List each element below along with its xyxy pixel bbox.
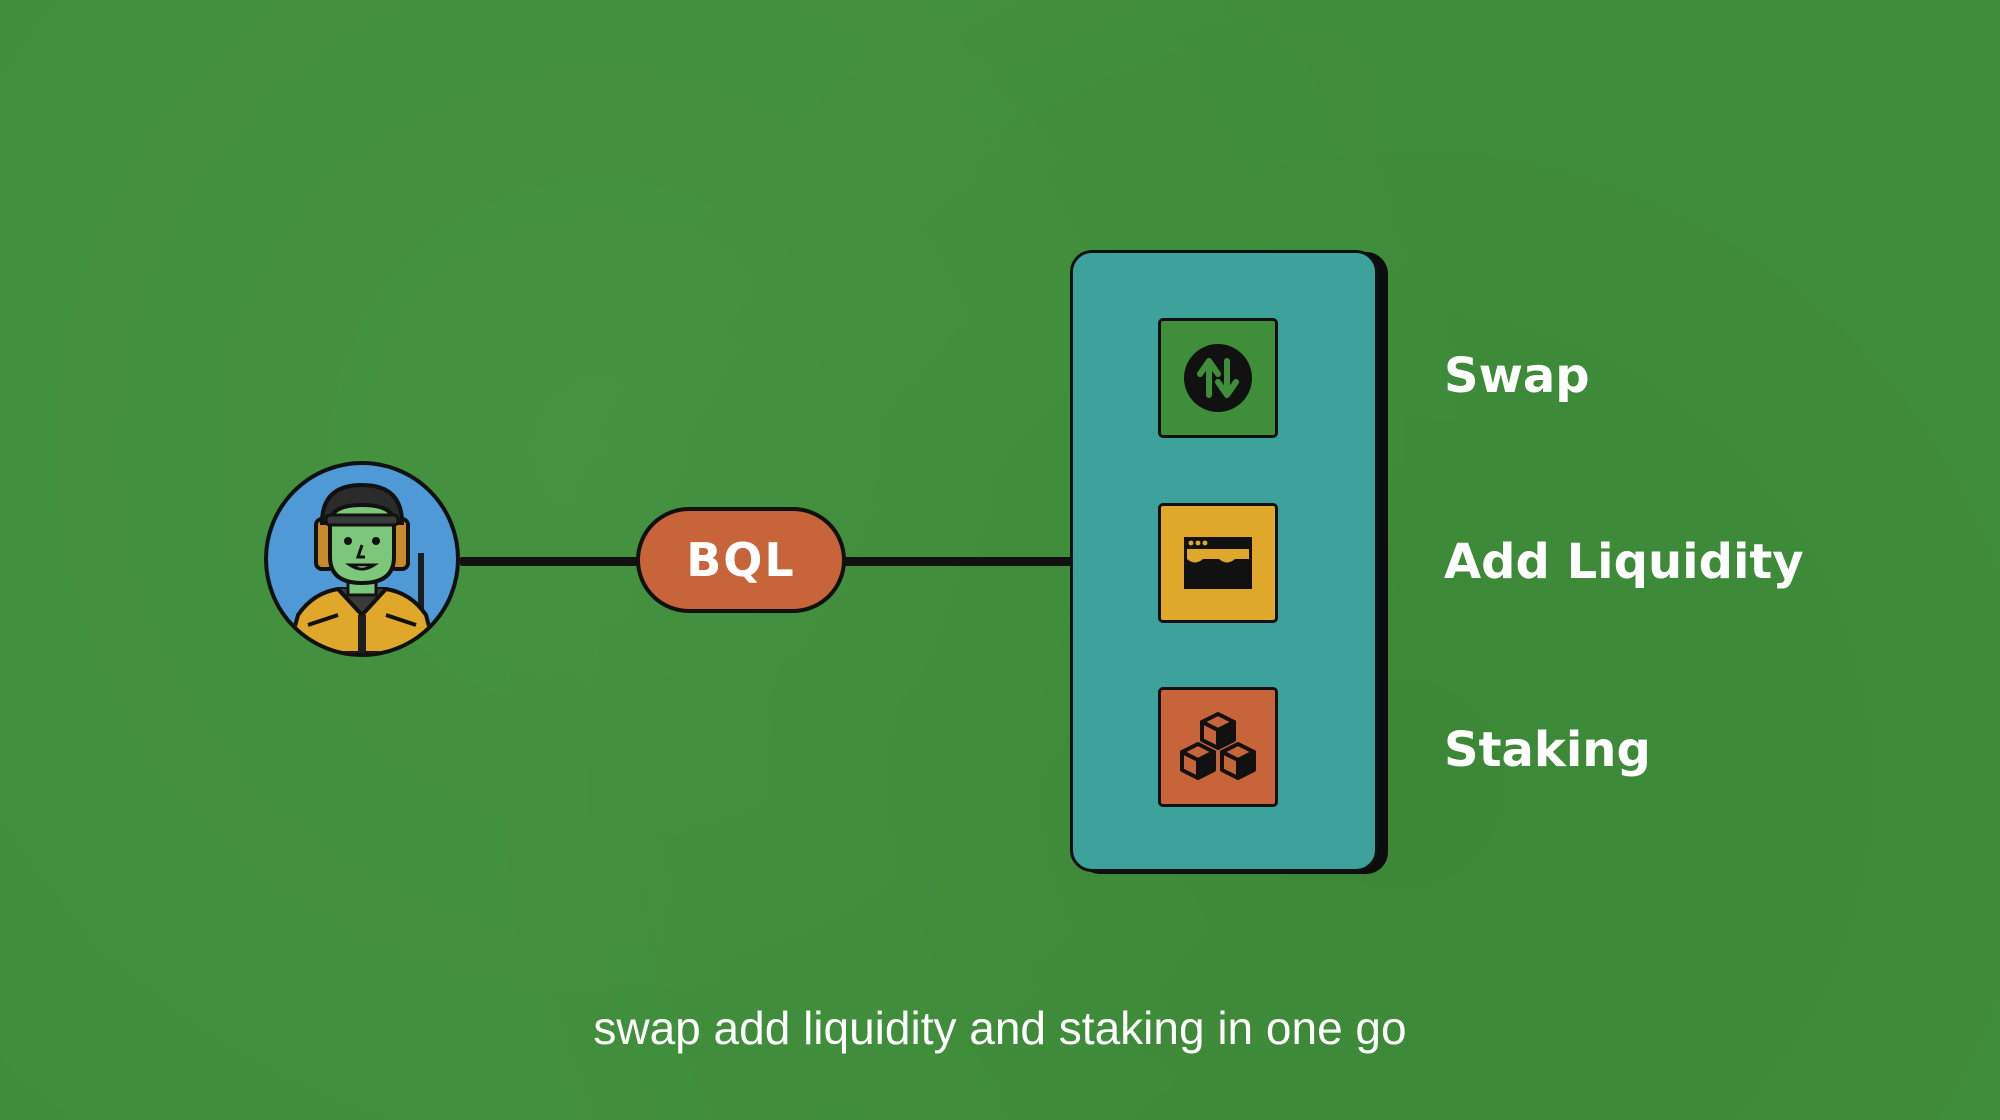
swap-arrows-icon: [1184, 344, 1252, 412]
swap-tile: [1158, 318, 1278, 438]
user-avatar: [264, 461, 460, 657]
liquidity-pool-icon: [1184, 537, 1252, 589]
add-liquidity-tile: [1158, 503, 1278, 623]
subtitle-caption: swap add liquidity and staking in one go: [593, 1002, 1407, 1054]
add-liquidity-label: Add Liquidity: [1444, 534, 1804, 590]
stacked-cubes-icon: [1180, 712, 1256, 780]
staking-label: Staking: [1444, 722, 1651, 778]
connector-user-to-bql: [460, 557, 642, 566]
staking-tile: [1158, 687, 1278, 807]
connector-bql-to-panel: [842, 557, 1074, 566]
swap-label: Swap: [1444, 348, 1590, 404]
bql-label: BQL: [686, 533, 796, 587]
astronaut-avatar-icon: [285, 482, 439, 653]
bql-node: BQL: [636, 507, 846, 613]
